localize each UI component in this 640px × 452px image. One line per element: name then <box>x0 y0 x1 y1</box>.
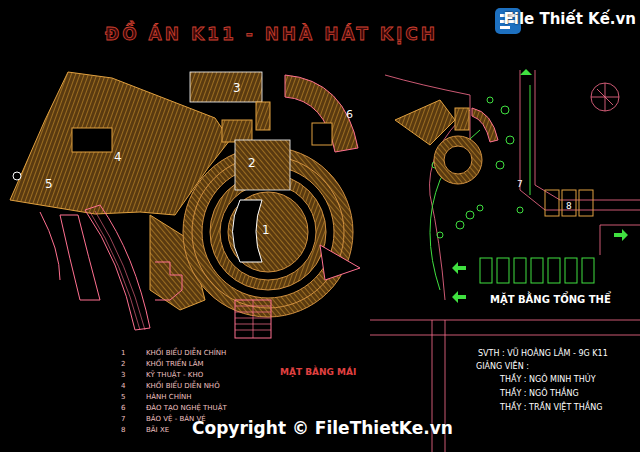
credit-text: GIẢNG VIÊN : <box>476 363 529 371</box>
callout-number: 5 <box>45 178 53 190</box>
sheet-label: MẶT BẰNG TỔNG THỂ <box>490 295 611 305</box>
callout-number: 6 <box>346 109 353 120</box>
sheet-label: MẶT BẰNG MÁI <box>280 368 356 377</box>
legend-number: 6 <box>121 405 125 412</box>
callout-number: 4 <box>114 151 122 163</box>
legend-text: BÃI XE <box>146 427 169 434</box>
legend-number: 5 <box>121 394 125 401</box>
legend-number: 2 <box>121 361 125 368</box>
callout-number: 2 <box>248 157 256 169</box>
legend-number: 4 <box>121 383 125 390</box>
legend-number: 3 <box>121 372 125 379</box>
callout-number: 8 <box>566 202 572 211</box>
credit-text: THẦY : NGÔ THẮNG <box>500 390 579 398</box>
callout-number: 1 <box>262 224 270 236</box>
legend-text: KHỐI TRIỂN LÃM <box>146 361 204 368</box>
callout-number: 7 <box>517 180 523 189</box>
legend-text: KHỐI BIỂU DIỄN CHÍNH <box>146 350 226 357</box>
legend-number: 8 <box>121 427 125 434</box>
credit-text: THẦY : NGÔ MINH THỦY <box>500 376 596 384</box>
legend-text: KHỐI BIỂU DIỄN NHỎ <box>146 383 220 390</box>
legend-text: KỸ THUẬT - KHO <box>146 372 203 379</box>
callout-number: 3 <box>233 82 241 94</box>
drawing-title: ĐỒ ÁN K11 - NHÀ HÁT KỊCH <box>105 26 438 43</box>
watermark: Copyright © FileThietKe.vn <box>192 420 453 437</box>
legend-text: HÀNH CHÍNH <box>146 394 192 401</box>
legend-text: ĐÀO TẠO NGHỆ THUẬT <box>146 405 227 412</box>
legend-number: 7 <box>121 416 125 423</box>
credit-text: THẦY : TRẦN VIỆT THẮNG <box>500 404 602 412</box>
legend-number: 1 <box>121 350 125 357</box>
logo-text: File Thiết Kế.vn <box>504 12 637 27</box>
credit-text: SVTH : VŨ HOÀNG LÂM - 9G K11 <box>478 350 608 358</box>
